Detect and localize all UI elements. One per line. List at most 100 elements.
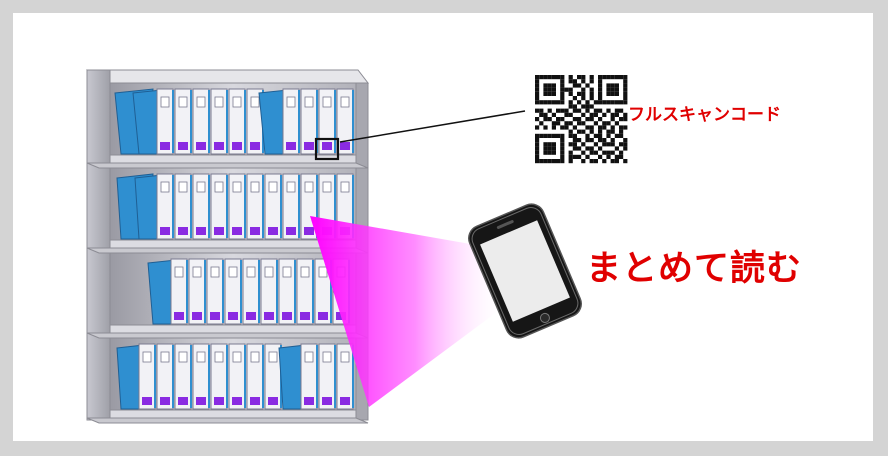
qr-module	[623, 117, 628, 122]
qr-module	[606, 83, 611, 88]
binder	[192, 88, 210, 155]
binder	[318, 343, 336, 410]
qr-module	[610, 75, 615, 80]
qr-module	[585, 133, 590, 138]
qr-module	[593, 121, 598, 126]
qr-module	[547, 100, 552, 105]
qr-module	[535, 96, 540, 101]
qr-code-label: フルスキャンコード	[628, 105, 781, 125]
qr-module	[535, 75, 540, 80]
qr-module	[560, 79, 565, 84]
qr-module	[572, 96, 577, 101]
qr-code-icon	[535, 75, 628, 164]
qr-module	[556, 133, 561, 138]
qr-module	[551, 87, 556, 92]
qr-module	[623, 91, 628, 96]
qr-module	[560, 108, 565, 113]
qr-module	[577, 91, 582, 96]
qr-module	[543, 87, 548, 92]
qr-module	[585, 117, 590, 122]
qr-module	[577, 146, 582, 151]
diagram-canvas	[85, 69, 628, 424]
qr-module	[585, 146, 590, 151]
qr-module	[577, 129, 582, 134]
qr-module	[610, 142, 615, 147]
qr-module	[619, 142, 624, 147]
qr-module	[560, 100, 565, 105]
qr-module	[581, 159, 586, 164]
qr-module	[535, 125, 540, 130]
qr-module	[547, 91, 552, 96]
qr-module	[614, 121, 619, 126]
qr-module	[593, 150, 598, 155]
qr-module	[556, 100, 561, 105]
qr-module	[598, 154, 603, 159]
qr-module	[560, 146, 565, 151]
qr-module	[572, 154, 577, 159]
qr-module	[593, 133, 598, 138]
qr-module	[547, 146, 552, 151]
qr-module	[623, 138, 628, 143]
qr-module	[560, 75, 565, 80]
qr-module	[589, 159, 594, 164]
binder	[314, 258, 332, 325]
binder	[336, 343, 354, 410]
binder	[282, 173, 300, 240]
qr-module	[606, 121, 611, 126]
qr-module	[585, 138, 590, 143]
qr-module	[589, 138, 594, 143]
qr-module	[619, 100, 624, 105]
binder	[192, 173, 210, 240]
binder	[300, 88, 318, 155]
qr-module	[585, 104, 590, 109]
qr-module	[623, 159, 628, 164]
binder	[174, 343, 192, 410]
qr-module	[577, 108, 582, 113]
qr-module	[547, 75, 552, 80]
qr-module	[535, 159, 540, 164]
qr-module	[606, 87, 611, 92]
qr-module	[577, 100, 582, 105]
qr-module	[543, 150, 548, 155]
qr-module	[535, 117, 540, 122]
qr-module	[602, 159, 607, 164]
qr-module	[623, 96, 628, 101]
qr-module	[606, 154, 611, 159]
qr-module	[610, 100, 615, 105]
qr-module	[539, 112, 544, 117]
qr-module	[602, 121, 607, 126]
qr-module	[610, 112, 615, 117]
qr-module	[577, 138, 582, 143]
qr-module	[568, 154, 573, 159]
qr-module	[551, 121, 556, 126]
binder	[242, 258, 260, 325]
qr-module	[568, 159, 573, 164]
qr-module	[593, 159, 598, 164]
qr-module	[551, 112, 556, 117]
qr-module	[610, 125, 615, 130]
qr-module	[572, 108, 577, 113]
qr-module	[568, 129, 573, 134]
qr-highlight-box	[314, 137, 340, 161]
qr-module	[598, 133, 603, 138]
qr-module	[535, 138, 540, 143]
qr-module	[539, 159, 544, 164]
qr-module	[598, 146, 603, 151]
qr-module	[606, 100, 611, 105]
qr-module	[619, 129, 624, 134]
qr-module	[589, 117, 594, 122]
qr-module	[614, 83, 619, 88]
qr-module	[577, 117, 582, 122]
qr-module	[535, 108, 540, 113]
qr-module	[614, 100, 619, 105]
binder	[156, 173, 174, 240]
qr-module	[564, 112, 569, 117]
smartphone-icon	[468, 203, 582, 339]
qr-module	[568, 104, 573, 109]
qr-module	[602, 112, 607, 117]
binder	[282, 88, 300, 155]
qr-module	[568, 75, 573, 80]
qr-module	[577, 121, 582, 126]
qr-module	[535, 150, 540, 155]
qr-module	[547, 87, 552, 92]
